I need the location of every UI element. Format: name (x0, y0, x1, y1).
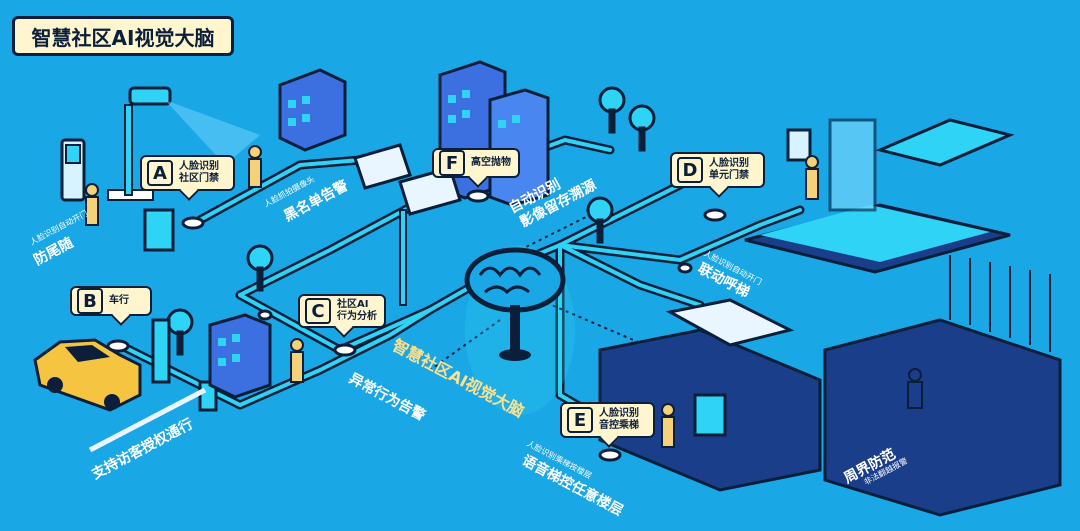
elevator-area (598, 298, 822, 492)
callout-a-letter: A (147, 160, 173, 186)
barrier-kiosk (88, 318, 218, 453)
camera-pole (124, 86, 260, 196)
ai-brain-illustration (464, 245, 575, 415)
callout-f-letter: F (439, 150, 465, 176)
perimeter-fence (823, 255, 1062, 517)
callout-d-letter: D (677, 157, 703, 183)
callout-b: B 车行 (70, 286, 152, 316)
callout-c-line2: 行为分析 (337, 311, 377, 322)
callout-e-line1: 人脸识别 (599, 408, 639, 419)
callout-f: F 高空抛物 (432, 148, 520, 178)
page-title: 智慧社区AI视觉大脑 (12, 16, 234, 56)
callout-f-line1: 高空抛物 (471, 157, 511, 168)
building-small (278, 68, 347, 152)
callout-d-line2: 单元门禁 (709, 170, 749, 181)
callout-d: D 人脸识别单元门禁 (670, 152, 765, 188)
people (85, 145, 923, 448)
callout-a: A 人脸识别社区门禁 (140, 155, 235, 191)
callout-b-line1: 车行 (109, 295, 129, 306)
callout-a-line2: 社区门禁 (179, 173, 219, 184)
building-mid (208, 313, 272, 399)
callout-e: E 人脸识别音控乘梯 (560, 402, 655, 438)
camera-units (353, 143, 462, 306)
callout-e-line2: 音控乘梯 (599, 420, 639, 431)
callout-d-line1: 人脸识别 (709, 158, 749, 169)
unit-entrance (744, 118, 1015, 274)
callout-e-letter: E (567, 407, 593, 433)
network-nodes (106, 189, 727, 462)
callout-c-letter: C (305, 298, 331, 324)
callout-b-letter: B (77, 288, 103, 314)
car-illustration (33, 338, 142, 412)
callout-c-line1: 社区AI (337, 299, 369, 310)
callout-a-line1: 人脸识别 (179, 161, 219, 172)
